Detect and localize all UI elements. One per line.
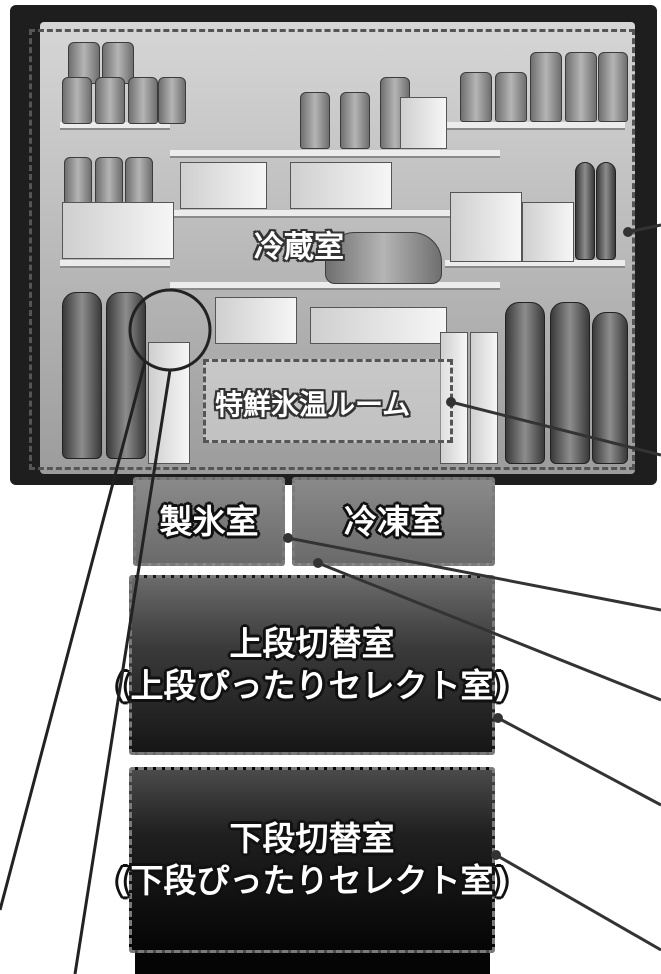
shelf	[170, 282, 500, 290]
glass	[340, 92, 370, 149]
container	[62, 202, 174, 259]
ice-maker-drawer: 製氷室	[133, 477, 285, 566]
refrigerator-frame	[29, 29, 635, 470]
bottle	[596, 162, 616, 260]
freezer-drawer: 冷凍室	[292, 477, 495, 566]
callout-line	[495, 853, 661, 952]
ice-maker-label: 製氷室	[159, 501, 259, 541]
upper-switch-label: 上段切替室	[229, 624, 395, 663]
callout-line	[317, 561, 661, 702]
upper-switch-drawer: 上段切替室 (上段ぴったりセレクト室)	[115, 575, 509, 755]
jar	[125, 157, 153, 204]
door-pocket	[60, 260, 170, 268]
refrigerator-label: 冷蔵室	[254, 230, 344, 265]
egg-tray	[215, 297, 297, 344]
callout-line	[287, 536, 661, 612]
juice-carton	[450, 192, 522, 262]
drawer-base	[135, 953, 490, 974]
jar	[128, 77, 158, 124]
jar	[64, 157, 92, 204]
bottle	[505, 302, 545, 464]
food-container	[290, 162, 392, 209]
food-container	[310, 307, 447, 344]
callout-line	[450, 400, 661, 457]
lower-switch-label: 下段切替室	[229, 819, 395, 858]
jar	[565, 52, 597, 122]
callout-line	[0, 361, 147, 911]
bottle	[550, 302, 590, 464]
shelf	[170, 210, 500, 218]
freezer-label: 冷凍室	[344, 501, 443, 541]
jar	[62, 77, 92, 124]
refrigerator-interior	[40, 22, 635, 474]
door-pocket	[60, 122, 170, 130]
jar	[460, 72, 492, 122]
juice-carton	[470, 332, 498, 464]
callout-line	[73, 369, 172, 974]
food-container	[180, 162, 267, 209]
callout-line	[627, 223, 661, 234]
milk-carton	[148, 342, 190, 464]
food-container	[400, 97, 447, 149]
door-pocket	[445, 260, 625, 268]
juice-carton	[522, 202, 574, 262]
bottle	[575, 162, 595, 260]
glass	[300, 92, 330, 149]
shelf	[170, 150, 500, 158]
lower-switch-sublabel: (下段ぴったりセレクト室)	[115, 861, 509, 900]
jar	[530, 52, 562, 122]
zoom-circle	[128, 288, 212, 372]
bottle	[62, 292, 102, 459]
upper-switch-sublabel: (上段ぴったりセレクト室)	[115, 666, 509, 705]
callout-line	[497, 716, 661, 807]
tokusen-chamber-frame	[203, 359, 453, 443]
tokusen-chamber-label: 特鮮氷温ルーム	[215, 388, 411, 421]
pot	[325, 232, 442, 284]
jar	[495, 72, 527, 122]
jar	[598, 52, 628, 122]
lower-switch-drawer: 下段切替室 (下段ぴったりセレクト室)	[115, 767, 509, 953]
door-pocket	[445, 122, 625, 130]
jar	[95, 77, 125, 124]
jar	[158, 77, 186, 124]
